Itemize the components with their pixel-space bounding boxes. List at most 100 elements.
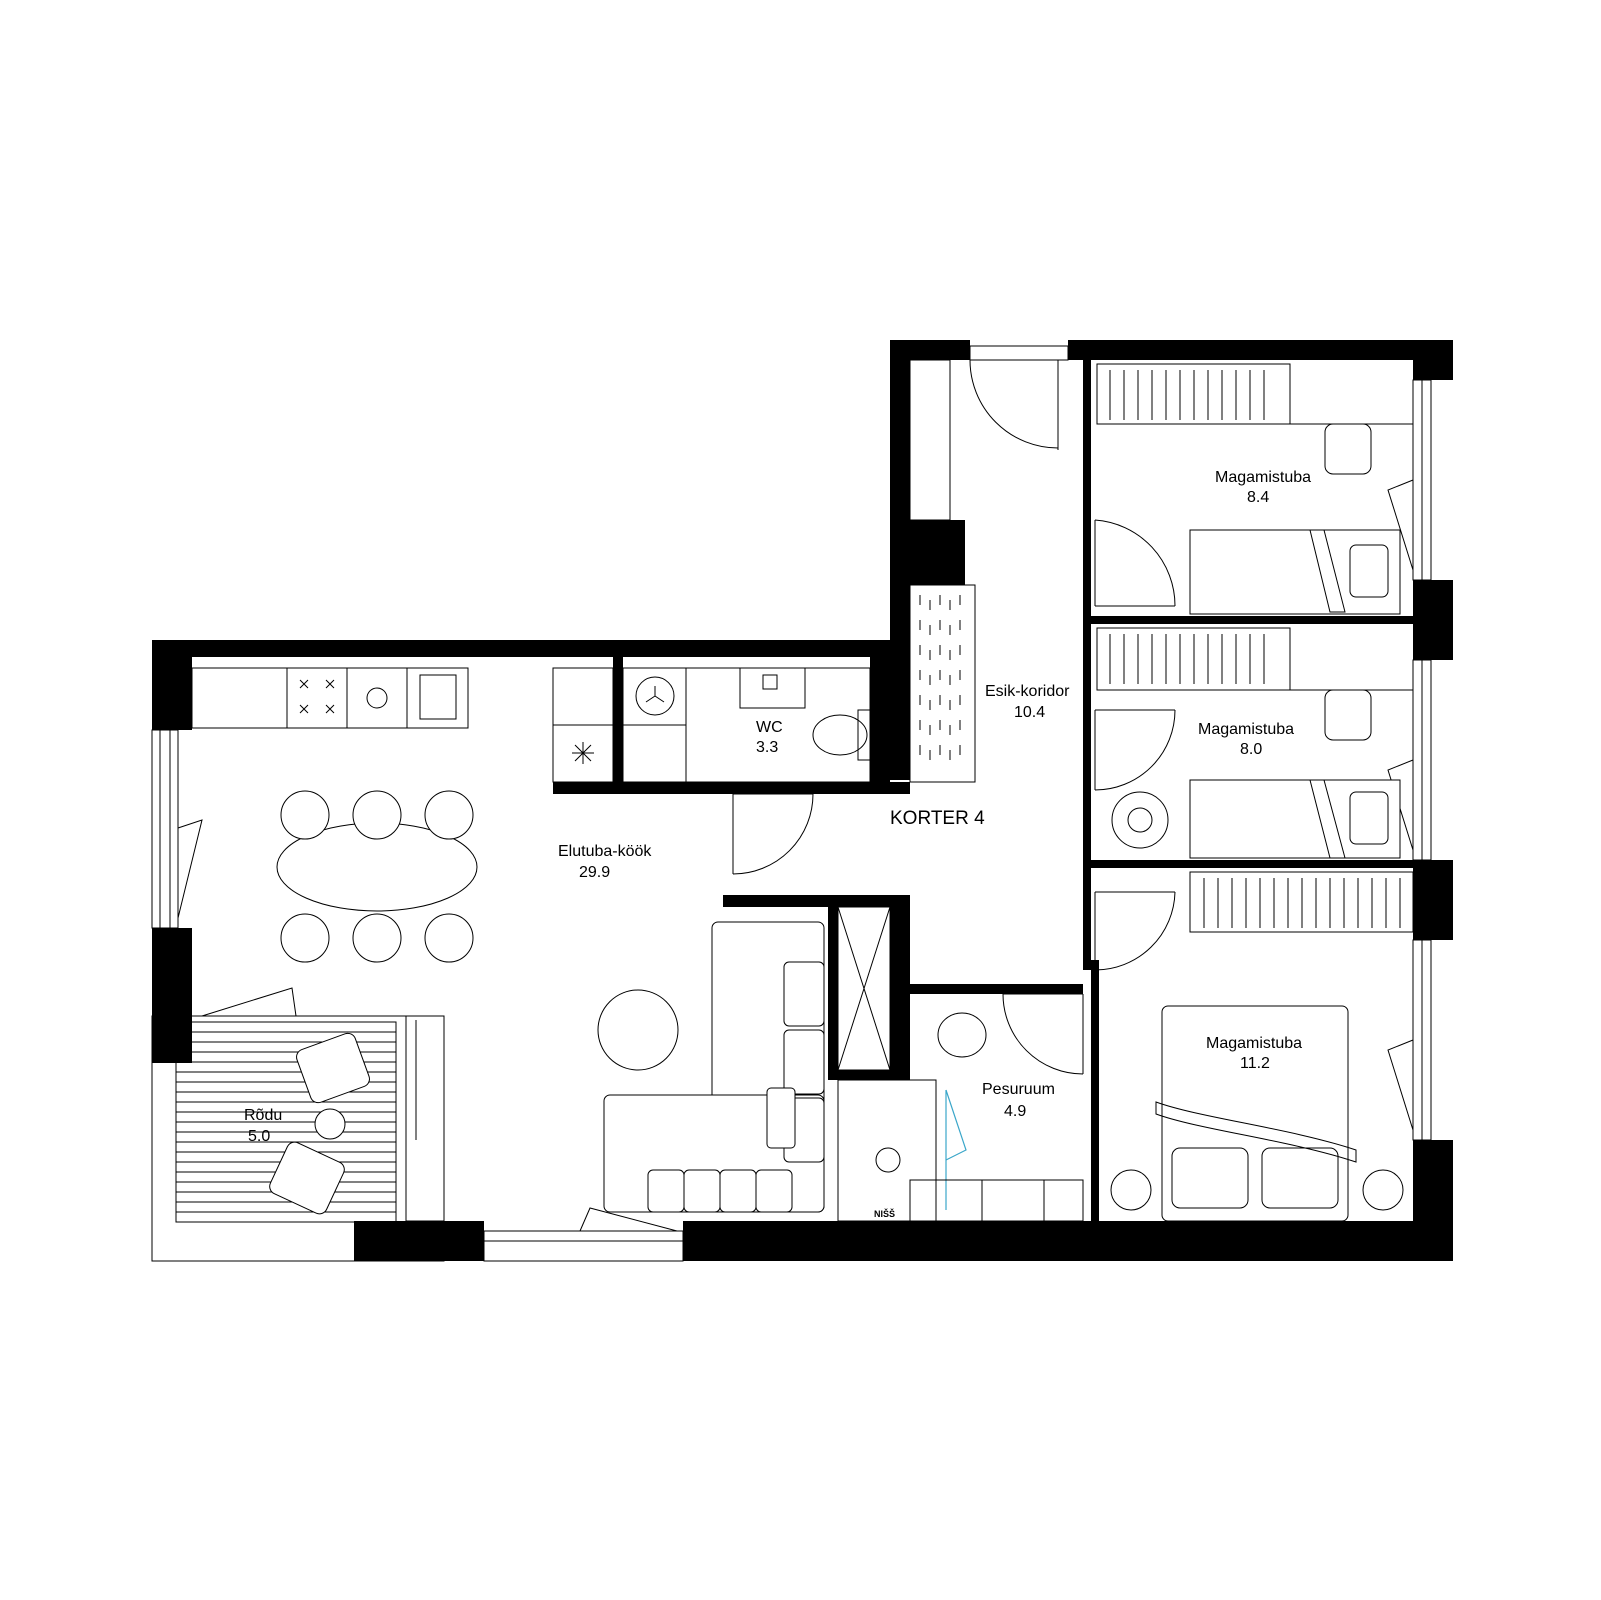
chair-icon: [280, 913, 330, 963]
room-name-koridor: Esik-koridor: [985, 683, 1070, 700]
kitchen-sink-icon: [419, 674, 457, 720]
wall-kitchen-wc: [613, 657, 623, 794]
niche-label: NIŠŠ: [874, 1208, 895, 1219]
sofa-cushion: [683, 1169, 721, 1213]
wall-left-upper: [152, 640, 192, 730]
sink-cabinet: [406, 667, 469, 729]
room-area-magamistuba2: 8.0: [1240, 741, 1262, 758]
wall-bedrooms-inner: [1083, 360, 1091, 886]
room-name-magamistuba3: Magamistuba: [1206, 1035, 1302, 1052]
plant-icon: [1111, 791, 1169, 849]
sofa-cushion: [783, 961, 825, 1027]
wardrobe-bedroom3: [1189, 871, 1414, 933]
dining-chairs: [280, 790, 474, 963]
windows: [151, 379, 1432, 1262]
bedroom2-furniture: [1096, 627, 1413, 859]
room-name-elutuba: Elutuba-köök: [558, 843, 652, 860]
dishwasher-icon: [366, 687, 388, 709]
boiler-icon: [875, 1147, 901, 1173]
window-living-bottom: [483, 1230, 684, 1262]
cooktop: [286, 667, 348, 729]
wall-corridor-left: [890, 340, 910, 780]
wall-bath-top2: [910, 984, 1083, 994]
shaft-box: [915, 529, 960, 561]
wall-niche-top: [828, 1070, 910, 1080]
room-area-magamistuba1: 8.4: [1247, 489, 1269, 506]
room-area-wc: 3.3: [756, 739, 778, 756]
balcony: [151, 987, 445, 1262]
bedroom3-furniture: [1110, 871, 1414, 1222]
chair-icon: [352, 913, 402, 963]
round-rug: [597, 989, 679, 1071]
room-name-magamistuba2: Magamistuba: [1198, 721, 1294, 738]
toilet-icon: [812, 714, 868, 756]
pillow-icon: [1171, 1147, 1249, 1209]
balcony-door: [405, 1015, 445, 1222]
fridge-icon: [572, 742, 594, 764]
wall-bath-top: [723, 895, 910, 907]
chair-icon: [424, 790, 474, 840]
pillow-icon: [1349, 544, 1389, 598]
wall-right-bottom: [1413, 1140, 1453, 1261]
wall-bottom-left: [354, 1221, 484, 1261]
wc-basin: [739, 667, 806, 709]
room-area-koridor: 10.4: [1014, 704, 1045, 721]
wall-bedroom1-2: [1091, 616, 1413, 624]
sofa-cushion: [719, 1169, 757, 1213]
entry-closet: [909, 359, 951, 521]
wall-top-living: [152, 640, 890, 657]
balcony-table: [314, 1108, 346, 1140]
chair-icon: [280, 790, 330, 840]
room-area-magamistuba3: 11.2: [1240, 1055, 1270, 1072]
toilet-icon: [937, 1012, 987, 1058]
sofa-cushion: [647, 1169, 685, 1213]
shower: [837, 906, 891, 1071]
walls: [152, 340, 1453, 1261]
room-area-rodu: 5.0: [248, 1128, 270, 1145]
kitchen: [191, 667, 614, 783]
wc-fixtures: [622, 667, 871, 783]
wall-bedroom3-inner: [1083, 870, 1091, 970]
wall-right-mid1: [1413, 580, 1453, 660]
sofa-cushion: [783, 1029, 825, 1095]
entrance-door-frame: [969, 345, 1069, 361]
apartment-label: KORTER 4: [890, 808, 985, 829]
bath-basin: [981, 1179, 1045, 1222]
niche: [837, 1079, 937, 1222]
doors: [732, 345, 1176, 1210]
armchair-icon: [269, 1141, 345, 1215]
living-furniture: [597, 921, 825, 1213]
chair-icon: [424, 913, 474, 963]
room-name-rodu: Rõdu: [244, 1107, 282, 1124]
wall-wc-right: [870, 657, 890, 794]
wc-basin-tap-icon: [762, 674, 778, 690]
sofa-cushion: [755, 1169, 793, 1213]
wardrobe-bedroom1: [1096, 363, 1291, 425]
bedroom1-furniture: [1096, 363, 1413, 615]
pillow-icon: [1349, 791, 1389, 845]
wall-bedroom2-3: [1091, 860, 1413, 868]
desk-chair-icon: [1324, 423, 1372, 475]
room-area-pesuruum: 4.9: [1004, 1103, 1026, 1120]
wall-right-mid2: [1413, 860, 1453, 940]
room-area-elutuba: 29.9: [579, 864, 610, 881]
wall-bedroom3-left: [1091, 960, 1099, 1221]
washing-machine-icon: [635, 676, 675, 716]
wall-shaft: [910, 520, 965, 585]
nightstand-icon: [1110, 1169, 1152, 1211]
dining: [276, 790, 478, 963]
room-name-pesuruum: Pesuruum: [982, 1081, 1055, 1098]
side-table: [766, 1087, 796, 1149]
wall-top-bedrooms: [1068, 340, 1453, 360]
window-living-left: [151, 729, 179, 929]
chair-icon: [352, 790, 402, 840]
wall-bath-shaft: [890, 895, 910, 1080]
wall-left-lower: [152, 928, 192, 1063]
wall-bottom-right: [683, 1221, 1453, 1261]
dryer: [622, 724, 687, 783]
corridor-fixtures: [909, 359, 976, 783]
cooktop-burners: [299, 679, 335, 714]
wall-wc-bottom: [553, 782, 910, 794]
armchair-icon: [296, 1032, 370, 1104]
